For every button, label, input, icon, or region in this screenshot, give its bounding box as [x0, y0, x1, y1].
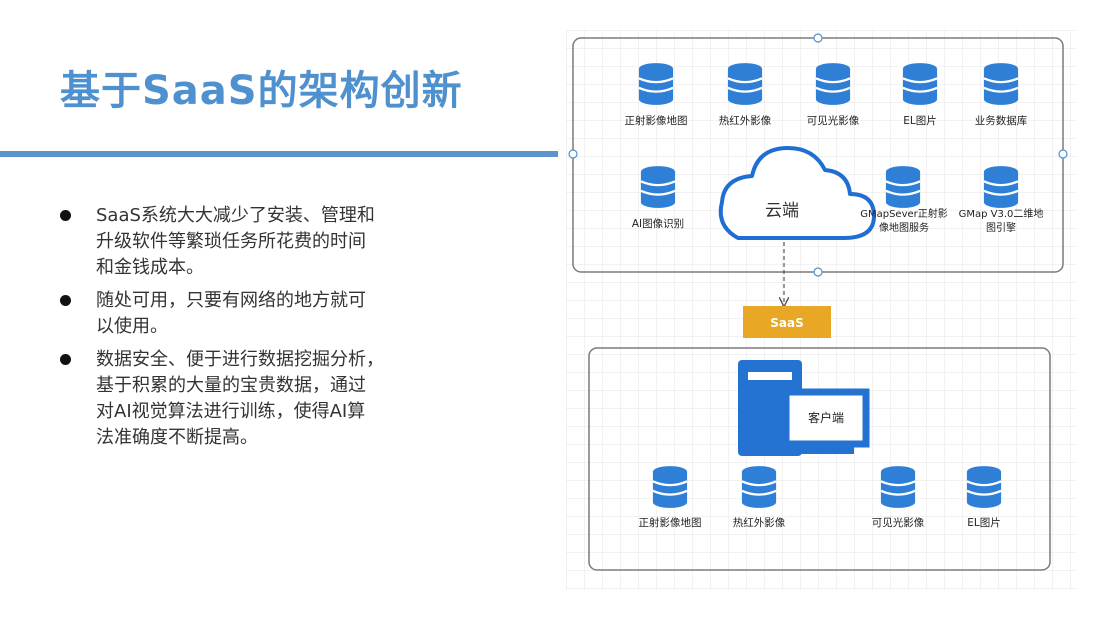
selection-handle[interactable] [568, 149, 578, 159]
node-label: 正射影像地图 [639, 516, 702, 529]
client-node: 客户端 [738, 360, 870, 456]
database-icon [879, 466, 917, 508]
node-label: 业务数据库 [975, 114, 1028, 127]
bullet-line: 升级软件等繁琐任务所花费的时间 [96, 231, 366, 252]
node-label: 正射影像地图 [625, 114, 688, 127]
node-label: EL图片 [903, 114, 936, 127]
bullet-list: SaaS系统大大减少了安装、管理和 升级软件等繁琐任务所花费的时间 和金钱成本。… [60, 203, 450, 458]
db-node-ai-recognition: AI图像识别 [632, 166, 684, 230]
node-label: 热红外影像 [733, 516, 786, 529]
database-icon [637, 63, 675, 105]
cloud-icon [718, 146, 876, 240]
selection-handle[interactable] [813, 33, 823, 43]
database-icon [965, 466, 1003, 508]
bullet-line: 基于积累的大量的宝贵数据，通过 [96, 375, 366, 396]
client-db-el: EL图片 [965, 466, 1003, 529]
database-icon [726, 63, 764, 105]
node-label: 可见光影像 [807, 114, 860, 127]
bullet-item: 随处可用，只要有网络的地方就可 以使用。 [60, 288, 450, 340]
bullet-item: SaaS系统大大减少了安装、管理和 升级软件等繁琐任务所花费的时间 和金钱成本。 [60, 203, 450, 281]
bullet-dot-icon [60, 354, 71, 365]
db-node-business: 业务数据库 [975, 63, 1028, 127]
node-label: EL图片 [967, 516, 1000, 529]
node-label: GMapSever正射影 [860, 208, 948, 220]
title-underline [0, 151, 558, 157]
selection-handle[interactable] [813, 267, 823, 277]
bullet-line: 和金钱成本。 [96, 257, 204, 278]
page-title: 基于SaaS的架构创新 [60, 68, 463, 114]
bullet-dot-icon [60, 210, 71, 221]
bullet-line: SaaS系统大大减少了安装、管理和 [96, 205, 375, 226]
database-icon [884, 166, 922, 208]
bullet-line: 对AI视觉算法进行训练，使得AI算 [96, 401, 366, 422]
node-label: 图引擎 [986, 221, 1016, 234]
architecture-diagram: 正射影像地图 热红外影像 可见光影像 EL图片 业务数据库 AI图像识别 云端 … [566, 30, 1076, 590]
db-node-ortho-map: 正射影像地图 [625, 63, 688, 127]
bullet-line: 数据安全、便于进行数据挖掘分析， [96, 349, 384, 370]
database-icon [982, 63, 1020, 105]
db-node-thermal: 热红外影像 [719, 63, 772, 127]
db-node-gmap-engine: GMap V3.0二维地 图引擎 [959, 166, 1044, 234]
database-icon [740, 466, 778, 508]
node-label: 可见光影像 [872, 516, 925, 529]
cloud-label: 云端 [765, 201, 799, 221]
node-label: GMap V3.0二维地 [959, 207, 1044, 220]
client-container [588, 347, 1051, 571]
saas-box [743, 306, 831, 338]
client-db-thermal: 热红外影像 [733, 466, 786, 529]
db-node-el: EL图片 [901, 63, 939, 127]
bullet-dot-icon [60, 295, 71, 306]
database-icon [901, 63, 939, 105]
database-icon [651, 466, 689, 508]
client-label: 客户端 [808, 410, 844, 425]
saas-node: SaaS [743, 306, 831, 338]
saas-label: SaaS [770, 316, 803, 330]
node-label: 像地图服务 [879, 221, 929, 234]
cloud-node: 云端 [718, 146, 876, 240]
db-node-visible: 可见光影像 [807, 63, 860, 127]
bullet-item: 数据安全、便于进行数据挖掘分析， 基于积累的大量的宝贵数据，通过 对AI视觉算法… [60, 347, 450, 451]
database-icon [814, 63, 852, 105]
database-icon [639, 166, 677, 208]
client-db-visible: 可见光影像 [872, 466, 925, 529]
client-db-ortho-map: 正射影像地图 [639, 466, 702, 529]
bullet-line: 以使用。 [96, 316, 168, 337]
selection-handle[interactable] [1058, 149, 1068, 159]
computer-icon [738, 360, 870, 456]
bullet-line: 法准确度不断提高。 [96, 427, 258, 448]
bullet-line: 随处可用，只要有网络的地方就可 [96, 290, 366, 311]
node-label: 热红外影像 [719, 114, 772, 127]
db-node-gmap-server: GMapSever正射影 像地图服务 [860, 166, 948, 234]
database-icon [982, 166, 1020, 208]
node-label: AI图像识别 [632, 218, 684, 230]
